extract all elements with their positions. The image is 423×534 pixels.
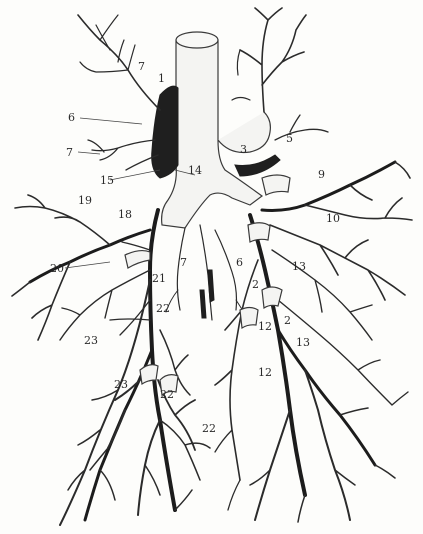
label-9: 9: [318, 168, 325, 181]
right-pale-vessel-d: [240, 308, 258, 329]
label-6: 6: [68, 111, 75, 124]
label-13-b: 13: [296, 336, 310, 349]
label-14: 14: [188, 164, 202, 177]
label-23-a: 23: [84, 334, 98, 347]
upper-left-branches: [78, 15, 160, 170]
label-7-left: 7: [66, 146, 73, 159]
right-pale-vessel-a: [262, 175, 290, 195]
label-2-b: 2: [284, 314, 291, 327]
left-pale-vessel-a: [125, 251, 150, 268]
superior-vein: [152, 86, 178, 178]
right-pale-vessel-b: [248, 223, 270, 242]
left-lung-tree: [12, 195, 210, 525]
right-pale-vessel-c: [262, 287, 282, 308]
label-20: 20: [50, 262, 64, 275]
right-lung-tree: [215, 162, 412, 522]
label-2-a: 2: [252, 278, 259, 291]
right-dark-vessel: [235, 155, 280, 176]
label-1: 1: [158, 72, 165, 85]
label-15: 15: [100, 174, 114, 187]
label-7-center: 7: [180, 256, 187, 269]
label-21: 21: [152, 272, 166, 285]
label-13-a: 13: [292, 260, 306, 273]
trunk-top-opening: [176, 32, 218, 48]
label-5: 5: [286, 132, 293, 145]
upper-right-branches: [232, 8, 328, 140]
central-trunk: [152, 32, 280, 228]
label-22-a: 22: [156, 302, 170, 315]
label-23-b: 23: [114, 378, 128, 391]
label-10: 10: [326, 212, 340, 225]
label-22-b: 22: [160, 388, 174, 401]
label-6-center: 6: [236, 256, 243, 269]
central-dark-vessel: [208, 270, 214, 302]
label-19: 19: [78, 194, 92, 207]
central-lower-bronchi: [166, 225, 248, 320]
label-3: 3: [240, 143, 247, 156]
label-7-upper: 7: [138, 60, 145, 73]
central-dark-vessel-2: [200, 290, 206, 318]
label-18: 18: [118, 208, 132, 221]
label-12-b: 12: [258, 366, 272, 379]
label-12-a: 12: [258, 320, 272, 333]
label-22-c: 22: [202, 422, 216, 435]
